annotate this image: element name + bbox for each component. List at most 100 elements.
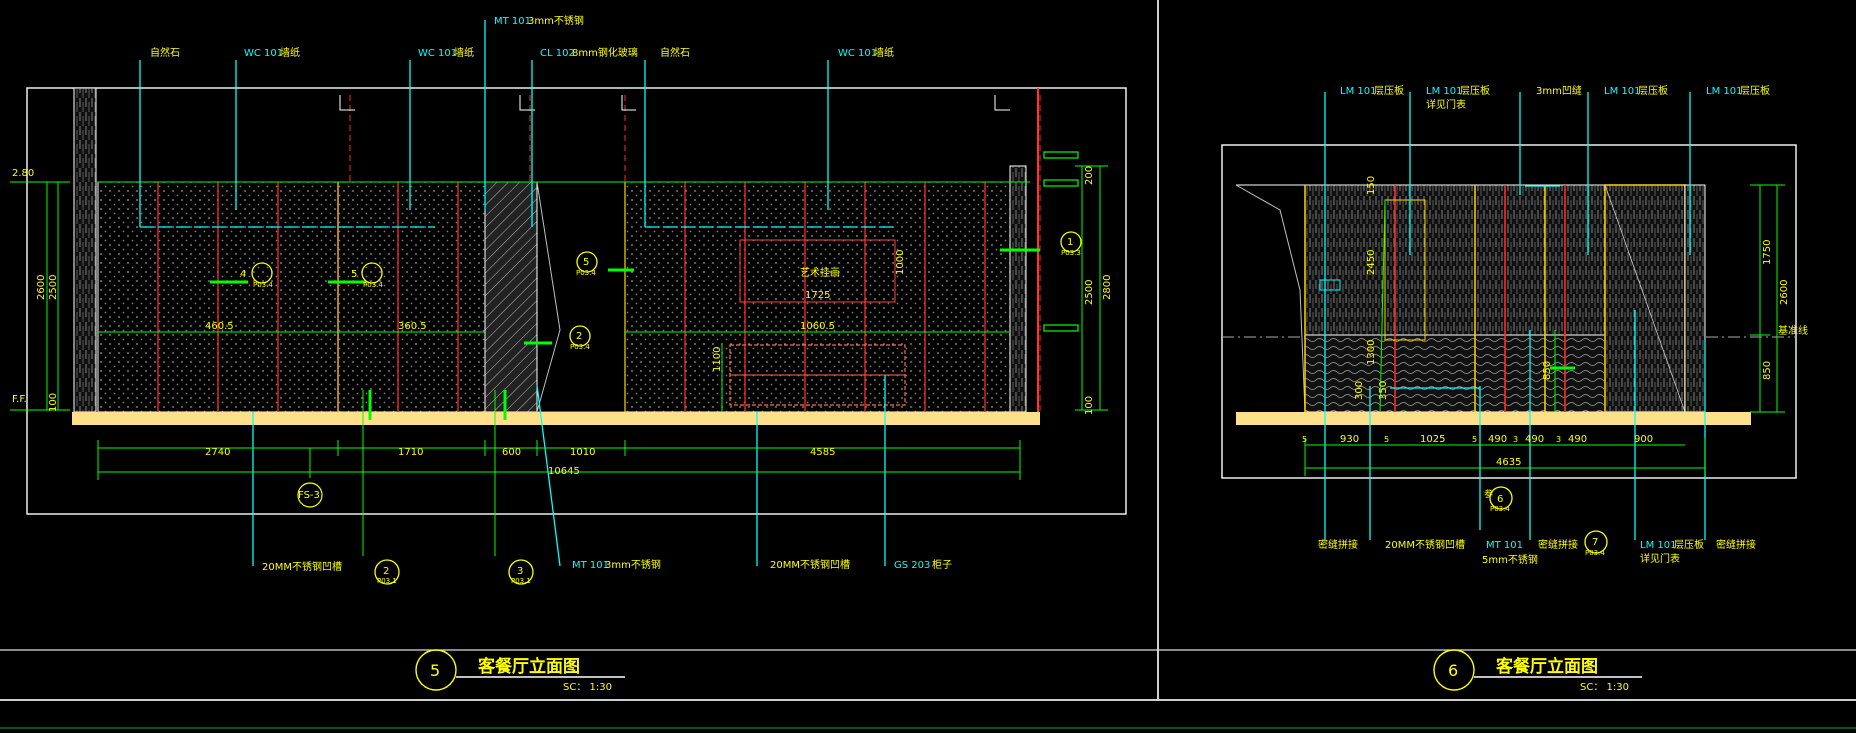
section-sheet: P03.4: [363, 281, 383, 289]
callout-text: 墙纸: [280, 46, 300, 59]
dim-text: 3: [1513, 435, 1518, 444]
callout-natural-stone-2: 自然石: [660, 46, 690, 59]
callout-text: 3mm凹缝: [1536, 84, 1582, 97]
level-mark: F.F.: [12, 394, 27, 405]
dim-text: 2800: [1102, 275, 1113, 300]
callout-text: 5mm不锈钢: [1482, 553, 1538, 566]
stone-edge: [536, 181, 626, 413]
callout-text: 20MM不锈钢凹槽: [770, 558, 850, 571]
dim-text: 490: [1488, 434, 1507, 445]
right-column: [1009, 165, 1027, 413]
callout-text: 墙纸: [454, 46, 474, 59]
callout-tag: LM 101: [1640, 540, 1676, 551]
callout-text: 层压板: [1674, 538, 1704, 551]
section-num: 2: [383, 566, 389, 577]
dim-text: 1010: [570, 447, 595, 458]
dim-text: 2600: [1779, 280, 1790, 305]
dim-text: 600: [502, 447, 521, 458]
art-label: 艺术挂画: [800, 266, 840, 279]
dim-text: 4585: [810, 447, 835, 458]
ref-tag: FS-3: [298, 490, 320, 501]
callout-tag: LM 101: [1604, 86, 1640, 97]
dim-total: 4635: [1496, 457, 1521, 468]
left-frame: [26, 87, 1127, 515]
callout-text: 柜子: [932, 558, 952, 571]
section-num: 5: [351, 269, 357, 280]
dim-text: 1750: [1762, 240, 1773, 265]
dim-text: 490: [1525, 434, 1544, 445]
level-mark: 2.80: [12, 168, 34, 179]
dim-text: 2500: [1084, 280, 1095, 305]
title-number: 5: [430, 661, 440, 680]
floor-strip: [72, 412, 1040, 425]
section-sheet: P03.4: [570, 343, 590, 351]
callout-text: 密缝拼接: [1318, 538, 1358, 551]
dim-text: 5: [1384, 435, 1389, 444]
dim-text: 1100: [712, 347, 723, 372]
callout-tag: WC 101: [838, 48, 877, 59]
callout-text: 20MM不锈钢凹槽: [262, 560, 342, 573]
section-num: 6: [1497, 494, 1503, 505]
drawing-scale: SC： 1:30: [563, 682, 612, 693]
drawing-title: 客餐厅立面图: [477, 656, 580, 677]
dim-text: 850: [1762, 361, 1773, 380]
callout-tag: LM 101: [1426, 86, 1462, 97]
dim-text: 2500: [48, 275, 59, 300]
glass-panel: [484, 181, 538, 413]
section-num: 1: [1067, 237, 1073, 248]
section-sheet: P03.1: [377, 577, 397, 585]
callout-tag: LM 101: [1340, 86, 1376, 97]
dim-text: 460.5: [205, 321, 234, 332]
callout-tag: CL 102: [540, 48, 575, 59]
section-sheet: P03.4: [1585, 549, 1605, 557]
title-number: 6: [1448, 661, 1458, 680]
callout-text: 8mm钢化玻璃: [572, 46, 638, 59]
callout-tag: WC 101: [418, 48, 457, 59]
callout-text: 3mm不锈钢: [605, 558, 661, 571]
section-num: 4: [240, 269, 246, 280]
wallpaper-panel-a: [97, 181, 486, 413]
section-prefix: 参: [1484, 488, 1493, 500]
section-sheet: P03.4: [1490, 505, 1510, 513]
drawing-title: 客餐厅立面图: [1495, 656, 1598, 677]
title-marker-right: [1433, 649, 1475, 691]
callout-natural-stone-1: 自然石: [150, 46, 180, 59]
dim-text: 930: [1340, 434, 1359, 445]
callout-text: 层压板: [1374, 84, 1404, 97]
callout-tag: MT 101: [572, 560, 609, 571]
callout-tag: LM 101: [1706, 86, 1742, 97]
dim-text: 350: [1378, 381, 1389, 400]
stone-column: [73, 87, 97, 413]
dim-text: 1300: [1366, 340, 1377, 365]
right-elevation: [1221, 92, 1797, 554]
callout-text: 20MM不锈钢凹槽: [1385, 538, 1465, 551]
dim-text: 850: [1542, 361, 1553, 380]
right-frame: [1221, 144, 1797, 479]
dim-text: 1725: [805, 290, 830, 301]
callout-text: 层压板: [1460, 84, 1490, 97]
dim-text: 1060.5: [800, 321, 835, 332]
callout-tag: GS 203: [894, 560, 930, 571]
art-frame: [739, 239, 896, 303]
dim-text: 2600: [36, 275, 47, 300]
callout-sub: 详见门表: [1640, 552, 1680, 565]
section-sheet: P03.1: [511, 577, 531, 585]
floor-strip-right: [1236, 412, 1751, 425]
section-sheet: P03.4: [253, 281, 273, 289]
callout-text: 密缝拼接: [1538, 538, 1578, 551]
dim-text: 360.5: [398, 321, 427, 332]
callout-text: 层压板: [1740, 84, 1770, 97]
dim-text: 300: [1354, 381, 1365, 400]
dim-text: 1000: [895, 250, 906, 275]
callout-text: 层压板: [1638, 84, 1668, 97]
callout-text: 密缝拼接: [1716, 538, 1756, 551]
dim-text: 900: [1634, 434, 1653, 445]
dim-text: 2740: [205, 447, 230, 458]
dim-text: 100: [48, 393, 59, 412]
dim-text: 5: [1472, 435, 1477, 444]
section-num: 3: [517, 566, 523, 577]
callout-text: 3mm不锈钢: [528, 14, 584, 27]
section-num: 5: [583, 257, 589, 268]
callout-tag: MT 101: [1486, 540, 1523, 551]
